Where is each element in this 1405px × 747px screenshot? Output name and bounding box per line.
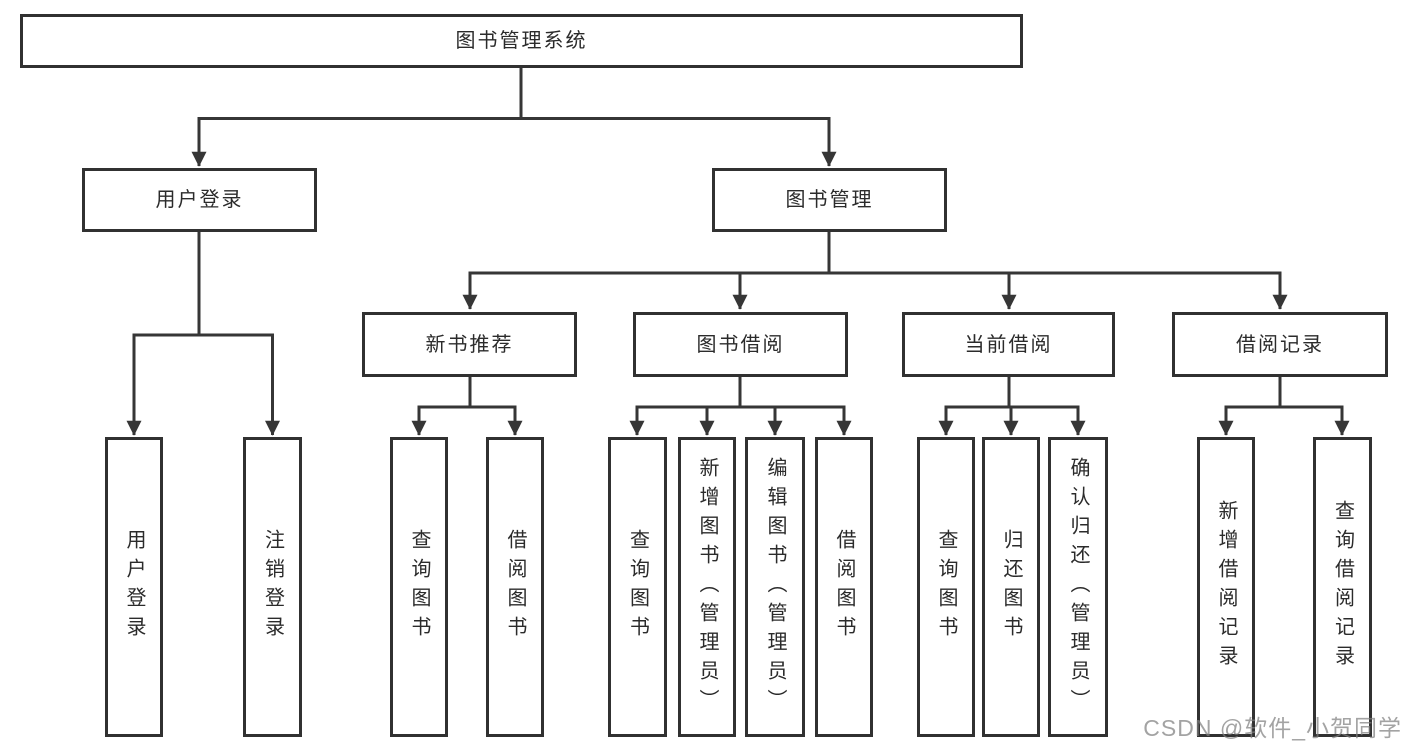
leaf-query-borrow-record: 查询借阅记录	[1313, 437, 1372, 737]
node-label: 确认归还（管理员）	[1067, 456, 1089, 718]
node-label: 新增借阅记录	[1215, 500, 1237, 674]
node-new-book-recommend: 新书推荐	[362, 312, 577, 377]
node-user-login-branch: 用户登录	[82, 168, 317, 232]
leaf-borrow-books-2: 借阅图书	[815, 437, 873, 737]
leaf-borrow-books-1: 借阅图书	[486, 437, 544, 737]
leaf-query-books-3: 查询图书	[917, 437, 975, 737]
node-label: 查询图书	[408, 529, 430, 645]
node-book-management-branch: 图书管理	[712, 168, 947, 232]
node-label: 当前借阅	[964, 333, 1053, 356]
leaf-confirm-return-admin: 确认归还（管理员）	[1048, 437, 1108, 737]
node-label: 图书管理系统	[455, 30, 588, 52]
node-label: 借阅记录	[1236, 333, 1324, 356]
leaf-logout: 注销登录	[243, 437, 302, 737]
node-library-system: 图书管理系统	[20, 14, 1023, 68]
node-book-borrowing: 图书借阅	[633, 312, 848, 377]
node-label: 查询图书	[626, 529, 649, 645]
leaf-add-borrow-record: 新增借阅记录	[1197, 437, 1255, 737]
node-label: 图书借阅	[696, 333, 785, 356]
node-label: 归还图书	[1000, 529, 1022, 645]
node-label: 图书管理	[785, 189, 874, 211]
leaf-add-book-admin: 新增图书（管理员）	[678, 437, 736, 737]
node-label: 新增图书（管理员）	[696, 456, 718, 718]
node-label: 编辑图书（管理员）	[764, 456, 786, 718]
node-label: 新书推荐	[425, 333, 514, 356]
node-label: 注销登录	[261, 529, 284, 645]
csdn-watermark: CSDN @软件_小贺同学	[1143, 715, 1402, 741]
leaf-edit-book-admin: 编辑图书（管理员）	[745, 437, 805, 737]
leaf-return-books: 归还图书	[982, 437, 1040, 737]
node-current-borrowing: 当前借阅	[902, 312, 1115, 377]
node-label: 查询图书	[935, 529, 957, 645]
node-label: 查询借阅记录	[1331, 500, 1354, 674]
node-borrowing-records: 借阅记录	[1172, 312, 1388, 377]
node-label: 用户登录	[155, 189, 244, 211]
leaf-query-books-1: 查询图书	[390, 437, 448, 737]
node-label: 借阅图书	[833, 529, 855, 645]
node-label: 借阅图书	[504, 529, 526, 645]
leaf-query-books-2: 查询图书	[608, 437, 667, 737]
leaf-user-login: 用户登录	[105, 437, 163, 737]
node-label: 用户登录	[123, 529, 145, 645]
